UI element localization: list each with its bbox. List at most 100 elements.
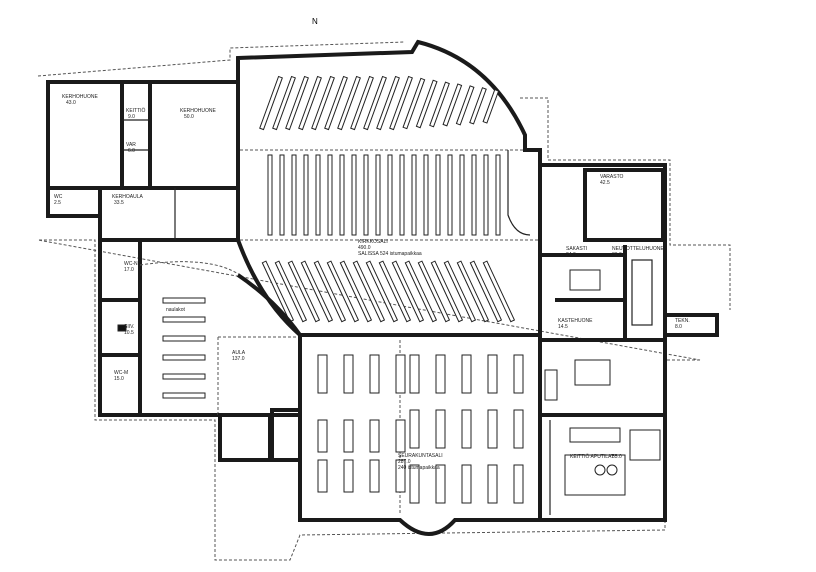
pew xyxy=(327,154,333,236)
pew xyxy=(376,75,400,131)
seat-count: 240 istumapaikkaa xyxy=(398,465,440,471)
room-label-naulakot: naulakot xyxy=(166,307,186,313)
room-label: KERHOAULA xyxy=(112,194,144,200)
pew xyxy=(435,154,441,236)
room-label: SIIV. xyxy=(124,324,134,330)
pew xyxy=(315,154,321,236)
room-label: WC xyxy=(54,194,63,200)
pew xyxy=(267,154,273,236)
dining-table xyxy=(409,464,420,504)
pew xyxy=(303,154,309,236)
dining-table xyxy=(343,459,354,493)
pew xyxy=(375,154,381,236)
pew xyxy=(423,154,429,236)
pew xyxy=(455,85,475,126)
pew xyxy=(350,75,374,131)
pew xyxy=(352,260,386,323)
pew xyxy=(339,260,373,323)
room-label: NEUVOTTELUHUONE xyxy=(612,246,664,252)
pew xyxy=(482,260,516,323)
site-boundary xyxy=(37,41,731,561)
room-area: 137.0 xyxy=(232,356,245,362)
sanctuary xyxy=(236,39,542,337)
pew xyxy=(482,89,500,124)
dining-table xyxy=(409,354,420,394)
dining-table xyxy=(487,409,498,449)
seurakuntasali xyxy=(298,333,542,536)
pew xyxy=(351,154,357,236)
dining-table xyxy=(409,409,420,449)
pew xyxy=(443,260,477,323)
room-area: 55.0 xyxy=(612,454,622,460)
pew xyxy=(339,154,345,236)
room-label: WC-M xyxy=(114,370,128,376)
left-wing xyxy=(46,80,240,242)
dining-table xyxy=(369,354,380,394)
dining-table xyxy=(461,409,472,449)
pew xyxy=(313,260,347,323)
room-area: 490.0 xyxy=(358,245,371,251)
pew xyxy=(456,260,490,323)
pew xyxy=(404,260,438,323)
pew xyxy=(471,154,477,236)
dining-table xyxy=(343,354,354,394)
pew xyxy=(287,260,321,323)
coat-rack xyxy=(162,316,206,323)
dining-table xyxy=(395,419,406,453)
dining-table xyxy=(317,459,328,493)
room-area: 50.0 xyxy=(184,114,194,120)
dining-table xyxy=(461,464,472,504)
room-area: 287.0 xyxy=(398,459,411,465)
room-area: 24.0 xyxy=(566,252,576,258)
pew xyxy=(363,154,369,236)
pew xyxy=(442,83,463,127)
pew xyxy=(447,154,453,236)
pew xyxy=(378,260,412,323)
pew xyxy=(430,260,464,323)
pew xyxy=(391,260,425,323)
dining-table xyxy=(435,354,446,394)
pew xyxy=(483,154,489,236)
dining-table xyxy=(317,354,328,394)
coat-rack xyxy=(162,354,206,361)
room-area: 36.0 xyxy=(612,252,622,258)
pew xyxy=(429,81,450,128)
dining-table xyxy=(487,464,498,504)
seat-count: SALISSA 524 istumapaikkaa xyxy=(358,251,422,257)
room-area: 6.0 xyxy=(128,148,135,154)
pew xyxy=(272,75,296,131)
right-wing xyxy=(538,163,719,342)
dining-table xyxy=(461,354,472,394)
kitchen xyxy=(538,338,667,522)
dining-table xyxy=(343,419,354,453)
pew xyxy=(279,154,285,236)
pew xyxy=(495,154,501,236)
pew xyxy=(387,154,393,236)
room-label: SAKASTI xyxy=(566,246,587,252)
coat-rack xyxy=(162,392,206,399)
pew xyxy=(285,75,309,131)
room-label-seurakuntasali: SEURAKUNTASALI xyxy=(398,453,443,459)
room-area: 42.5 xyxy=(600,180,610,186)
north-mark: N xyxy=(312,17,318,26)
pew xyxy=(363,75,387,131)
dining-table xyxy=(513,354,524,394)
dining-table xyxy=(435,409,446,449)
room-area: 10.5 xyxy=(124,330,134,336)
pew xyxy=(459,154,465,236)
dining-table xyxy=(487,354,498,394)
coat-rack xyxy=(162,373,206,380)
room-label: TEKN. xyxy=(675,318,690,324)
pew xyxy=(469,87,487,125)
pew xyxy=(291,154,297,236)
pew xyxy=(402,77,426,130)
room-label: VAR xyxy=(126,142,136,148)
room-label-keittio: KEITTIÖ APUTILAT xyxy=(570,453,614,460)
pew xyxy=(389,75,413,131)
room-label-kerhohuone-1: KERHOHUONE xyxy=(62,94,99,100)
pew xyxy=(324,75,348,131)
room-label: KEITTIÖ xyxy=(126,107,146,114)
pew xyxy=(399,154,405,236)
pew xyxy=(365,260,399,323)
room-area: 17.0 xyxy=(124,267,134,273)
